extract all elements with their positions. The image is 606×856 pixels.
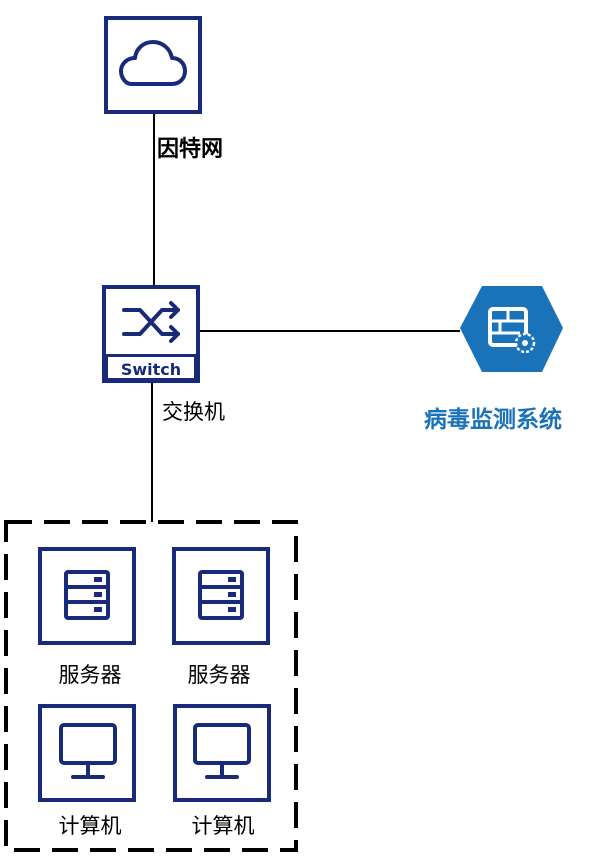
monitor-icon: [59, 723, 117, 779]
computer-label-1: 计算机: [58, 814, 122, 838]
cloud-icon: [119, 40, 187, 86]
device-group-box: [4, 520, 298, 852]
monitor-icon: [193, 723, 251, 779]
computer-node-1: [38, 704, 136, 802]
internet-label: 因特网: [157, 137, 224, 162]
internet-node: [104, 16, 202, 114]
server-label-2: 服务器: [187, 663, 251, 687]
computer-node-2: [173, 704, 271, 802]
switch-label: 交换机: [162, 400, 225, 424]
switch-node: Switch: [102, 285, 200, 383]
switch-badge-text: Switch: [121, 360, 181, 379]
computer-label-2: 计算机: [191, 814, 255, 838]
server-label-1: 服务器: [58, 663, 122, 687]
server-icon: [64, 570, 110, 620]
switch-icon: [122, 301, 180, 343]
virus-monitor-label: 病毒监测系统: [424, 407, 562, 433]
server-node-2: [172, 547, 270, 645]
server-icon: [198, 570, 244, 620]
server-node-1: [38, 547, 136, 645]
virus-monitor-node: [460, 286, 563, 372]
firewall-gear-icon: [488, 307, 536, 354]
